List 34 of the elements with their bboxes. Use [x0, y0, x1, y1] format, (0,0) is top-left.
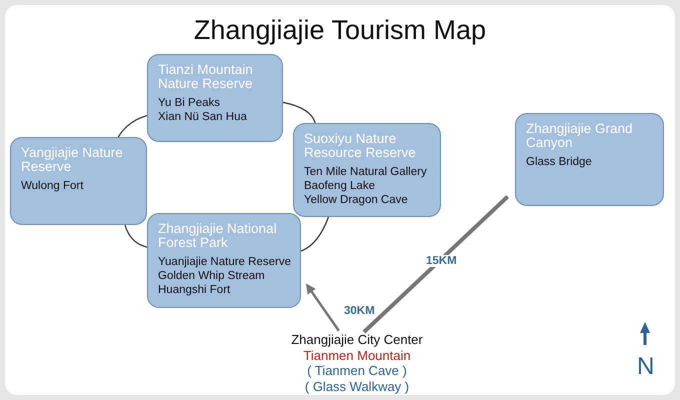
- place-name: Zhangjiajie City Center: [291, 332, 423, 348]
- place-box: [515, 113, 664, 206]
- attraction-text: Tianmen Mountain: [303, 348, 411, 363]
- attraction-text: Ten Mile Natural Gallery: [304, 165, 427, 179]
- north-label: N: [637, 353, 654, 381]
- box-heading: Zhangjiajie Grand Canyon: [526, 122, 634, 150]
- connector-line: [282, 102, 316, 124]
- attraction-text: Yu Bi Peaks: [158, 96, 220, 110]
- box-heading: Zhangjiajie National Forest Park: [158, 222, 278, 250]
- attraction-text: Glass Bridge: [526, 155, 592, 169]
- arrow: [306, 284, 340, 332]
- attraction-text: Yuanjiajie Nature Reserve: [158, 255, 291, 269]
- edge-label: 15KM: [425, 255, 458, 267]
- place-box: [147, 54, 283, 142]
- box-heading: Yangjiajie Nature Reserve: [21, 146, 124, 174]
- attraction-text: Wulong Fort: [21, 179, 84, 193]
- connector-line: [300, 216, 330, 252]
- connector-line: [124, 224, 148, 248]
- attraction-text: Xian Nü San Hua: [158, 110, 247, 124]
- attraction-text: ( Glass Walkway ): [304, 378, 410, 394]
- map-title: Zhangjiajie Tourism Map: [194, 15, 486, 46]
- place-box: [147, 213, 301, 308]
- arrow: [362, 195, 509, 334]
- attraction-text: ( Tianmen Cave ): [307, 363, 407, 378]
- attraction-text: Huangshi Fort: [158, 283, 230, 297]
- connector-line: [118, 115, 148, 138]
- place-box: [10, 137, 147, 225]
- edge-label: 30KM: [343, 305, 376, 317]
- attraction-text: Yellow Dragon Cave: [304, 193, 408, 207]
- place-box: [293, 123, 441, 217]
- box-heading: Tianzi Mountain Nature Reserve: [158, 63, 254, 91]
- attraction-text: Golden Whip Stream: [158, 269, 265, 283]
- attraction-text: Baofeng Lake: [304, 179, 375, 193]
- box-heading: Suoxiyu Nature Resource Reserve: [304, 132, 417, 160]
